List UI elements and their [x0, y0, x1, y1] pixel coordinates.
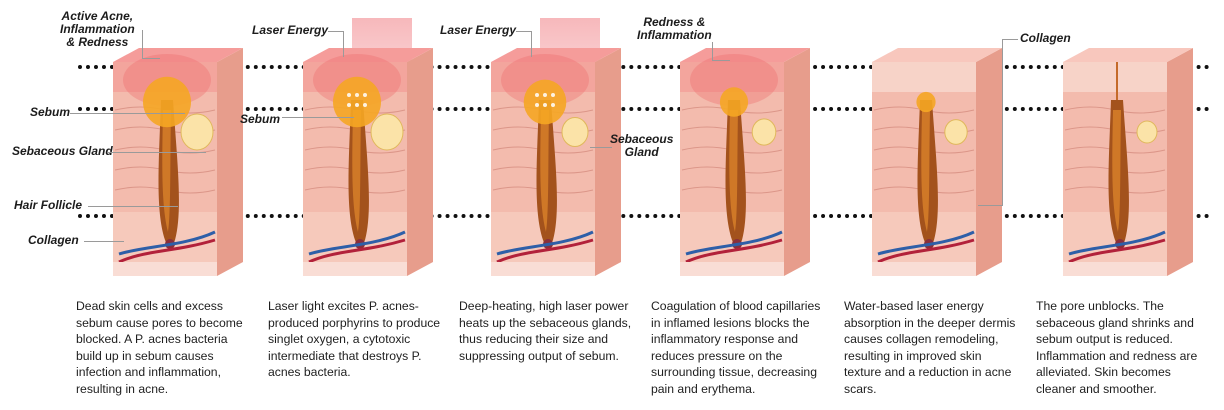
sebum-bulb [720, 87, 748, 117]
caption-6: The pore unblocks. The sebaceous gland s… [1036, 298, 1214, 398]
label-collagen-1: Collagen [28, 234, 79, 247]
block-side-face [784, 48, 810, 276]
excited-porphyrin-dot [347, 103, 351, 107]
excited-porphyrin-dot [543, 103, 547, 107]
block-bottom-fade [113, 262, 217, 276]
leader-active-acne-h [142, 58, 160, 59]
leader-collagen-5-v [1002, 39, 1003, 205]
skin-block-svg [483, 40, 628, 285]
excited-porphyrin-dot [363, 103, 367, 107]
skin-block-1 [105, 40, 250, 285]
label-sebaceous-gland-1: Sebaceous Gland [12, 145, 113, 158]
excited-porphyrin-dot [363, 93, 367, 97]
label-laser-energy-2: Laser Energy [440, 24, 516, 37]
leader-laser-energy-2 [516, 31, 532, 32]
sebum-bulb [916, 92, 935, 112]
block-bottom-fade [491, 262, 595, 276]
block-bottom-fade [872, 262, 976, 276]
sebum-bulb [143, 77, 191, 127]
label-redness-inflammation: Redness & Inflammation [637, 16, 712, 42]
label-sebum-1: Sebum [30, 106, 70, 119]
sebum-bulb [333, 77, 381, 127]
leader-collagen-5 [1002, 39, 1018, 40]
leader-laser-energy-1 [328, 31, 344, 32]
skin-block-svg [672, 40, 817, 285]
leader-sebaceous-gland-3 [590, 147, 612, 148]
leader-active-acne [142, 30, 143, 58]
excited-porphyrin-dot [543, 93, 547, 97]
leader-laser-energy-1-v [343, 31, 344, 57]
block-bottom-fade [303, 262, 407, 276]
excited-porphyrin-dot [551, 103, 555, 107]
block-side-face [595, 48, 621, 276]
label-sebum-2: Sebum [240, 113, 280, 126]
sebaceous-gland-shape [181, 114, 213, 150]
block-bottom-fade [680, 262, 784, 276]
skin-block-3 [483, 40, 628, 285]
skin-block-6 [1055, 40, 1200, 285]
leader-collagen-1 [84, 241, 124, 242]
block-side-face [407, 48, 433, 276]
excited-porphyrin-dot [535, 93, 539, 97]
sebaceous-gland-shape [371, 114, 403, 150]
label-hair-follicle: Hair Follicle [14, 199, 82, 212]
label-laser-energy-1: Laser Energy [252, 24, 328, 37]
leader-sebum-2 [282, 117, 354, 118]
sebaceous-gland-shape [752, 119, 776, 145]
sebaceous-gland-shape [945, 120, 967, 145]
skin-block-svg [295, 40, 440, 285]
excited-porphyrin-dot [347, 93, 351, 97]
caption-2: Laser light excites P. acnes-produced po… [268, 298, 446, 381]
caption-4: Coagulation of blood capillaries in infl… [651, 298, 829, 398]
leader-laser-energy-2-v [531, 31, 532, 57]
sebaceous-gland-shape [1137, 121, 1157, 143]
skin-block-svg [105, 40, 250, 285]
block-side-face [976, 48, 1002, 276]
skin-block-svg [864, 40, 1009, 285]
caption-5: Water-based laser energy absorption in t… [844, 298, 1022, 398]
skin-block-4 [672, 40, 817, 285]
leader-redness [712, 42, 713, 60]
label-sebaceous-gland-3: Sebaceous Gland [610, 133, 673, 159]
skin-block-5 [864, 40, 1009, 285]
leader-redness-h [712, 60, 730, 61]
leader-collagen-5-h [978, 205, 1003, 206]
skin-block-2 [295, 40, 440, 285]
leader-hair-follicle [88, 206, 178, 207]
block-side-face [1167, 48, 1193, 276]
excited-porphyrin-dot [551, 93, 555, 97]
block-side-face [217, 48, 243, 276]
skin-block-svg [1055, 40, 1200, 285]
leader-sebum-1 [70, 113, 185, 114]
block-bottom-fade [1063, 262, 1167, 276]
label-collagen-5: Collagen [1020, 32, 1071, 45]
leader-sebaceous-gland-1 [108, 152, 206, 153]
label-active-acne: Active Acne, Inflammation & Redness [60, 10, 135, 49]
excited-porphyrin-dot [535, 103, 539, 107]
epidermis-layer [1063, 62, 1167, 92]
excited-porphyrin-dot [355, 103, 359, 107]
epidermis-layer [872, 62, 976, 92]
caption-3: Deep-heating, high laser power heats up … [459, 298, 637, 364]
excited-porphyrin-dot [355, 93, 359, 97]
caption-1: Dead skin cells and excess sebum cause p… [76, 298, 254, 398]
sebaceous-gland-shape [562, 118, 588, 147]
sebum-bulb [524, 80, 567, 125]
